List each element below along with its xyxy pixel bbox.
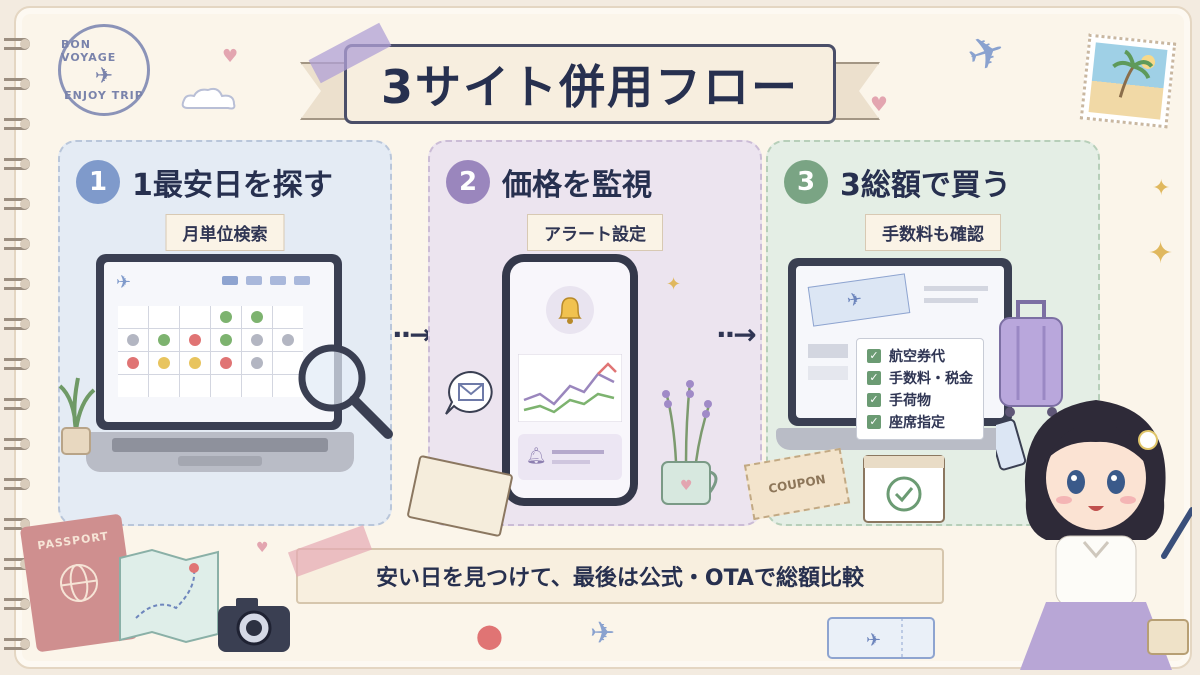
passport: PASSPORT <box>19 513 139 653</box>
flow-arrow: ··→ <box>716 318 757 351</box>
summary-note: 安い日を見つけて、最後は公式・OTAで総額比較 <box>296 548 944 604</box>
step-title: 3総額で買う <box>840 168 1011 203</box>
step-card-1: 1 1最安日を探す 月単位検索 ✈ <box>58 140 393 526</box>
airplane-icon: ✈ <box>116 272 132 293</box>
checklist-item: ✓ 手荷物 <box>867 389 973 411</box>
checkbox-checked-icon: ✓ <box>867 349 881 363</box>
airplane-icon: ✈ <box>94 64 114 89</box>
airplane-icon: ✈ <box>590 616 616 651</box>
globe-icon <box>60 564 98 602</box>
map-icon <box>119 548 219 644</box>
step-number-badge: 2 <box>446 160 490 204</box>
calendar-grid <box>118 306 303 397</box>
location-pin-icon: ⬤ <box>476 622 503 650</box>
step-subtitle: 手数料も確認 <box>865 214 1001 251</box>
checkbox-checked-icon: ✓ <box>867 393 881 407</box>
stamp-top-text: BON VOYAGE <box>61 38 117 64</box>
smartphone: 🔔︎ <box>502 254 638 506</box>
step-title: 価格を監視 <box>502 168 652 203</box>
price-chart-graphic <box>518 354 622 422</box>
toolbar-chips <box>222 276 310 285</box>
checkbox-checked-icon: ✓ <box>867 371 881 385</box>
step-number-badge: 3 <box>784 160 828 204</box>
checklist-label: 座席指定 <box>889 415 945 431</box>
heart-icon: ♥ <box>870 92 888 116</box>
checklist-label: 航空券代 <box>889 349 945 365</box>
checklist-item: ✓ 航空券代 <box>867 345 973 367</box>
bell-icon: 🔔︎ <box>526 446 547 465</box>
heart-icon: ♥ <box>256 540 269 556</box>
fee-checklist: ✓ 航空券代 ✓ 手数料・税金 ✓ 手荷物 ✓ 座席指定 <box>856 338 984 440</box>
beach-postage-stamp <box>1079 33 1177 129</box>
boarding-pass-graphic: ✈ <box>807 273 911 327</box>
svg-text:♥: ♥ <box>680 478 693 494</box>
suitcase-icon <box>999 300 1063 417</box>
svg-text:✈: ✈ <box>866 630 881 651</box>
bell-icon <box>546 286 594 334</box>
page-title: 3サイト併用フロー <box>380 60 799 114</box>
checklist-item: ✓ 座席指定 <box>867 411 973 433</box>
checklist-label: 手数料・税金 <box>889 371 973 387</box>
cloud-icon <box>181 87 236 110</box>
step-subtitle: アラート設定 <box>527 214 663 251</box>
lavender-mug-icon: ♥ <box>661 380 718 505</box>
coupon-label: COUPON <box>767 472 827 496</box>
stamp-bottom-text: ENJOY TRIP <box>64 89 144 102</box>
heart-icon: ♥ <box>222 46 239 67</box>
camera-icon <box>218 598 290 652</box>
step-number-badge: 1 <box>76 160 120 204</box>
magnifier-icon <box>298 344 393 439</box>
laptop-keyboard <box>86 432 354 472</box>
step-card-2: 2 価格を監視 アラート設定 🔔︎ <box>406 140 762 538</box>
checkbox-checked-icon: ✓ <box>867 415 881 429</box>
checklist-item: ✓ 手数料・税金 <box>867 367 973 389</box>
summary-text: 安い日を見つけて、最後は公式・OTAで総額比較 <box>376 566 864 591</box>
plant-icon <box>58 377 96 455</box>
bon-voyage-stamp: BON VOYAGE ✈ ENJOY TRIP <box>58 24 150 116</box>
airplane-icon: ✈ <box>845 288 864 312</box>
sparkle-icon: ✦ <box>1152 176 1171 201</box>
step-title: 1最安日を探す <box>132 168 333 203</box>
step-card-3: 3 3総額で買う 手数料も確認 ✈ ✓ 航空券代 ✓ 手数料・税金 ✓ 手荷物 ✓ 座席… <box>766 140 1100 526</box>
sparkle-icon: ✦ <box>1148 236 1174 271</box>
step-subtitle: 月単位検索 <box>165 214 285 251</box>
checklist-label: 手荷物 <box>889 393 931 409</box>
flow-arrow: ··→ <box>392 318 433 351</box>
plane-ticket-icon: ✈ <box>827 617 935 659</box>
title-banner: 3サイト併用フロー <box>300 22 880 130</box>
laptop-screen: ✈ <box>96 254 342 430</box>
sparkle-icon: ✦ <box>666 274 682 295</box>
girl-character <box>996 400 1192 670</box>
alert-notification: 🔔︎ <box>518 434 622 480</box>
mail-icon <box>445 370 493 415</box>
calendar-check-icon <box>863 455 945 523</box>
passport-label: PASSPORT <box>36 529 110 553</box>
